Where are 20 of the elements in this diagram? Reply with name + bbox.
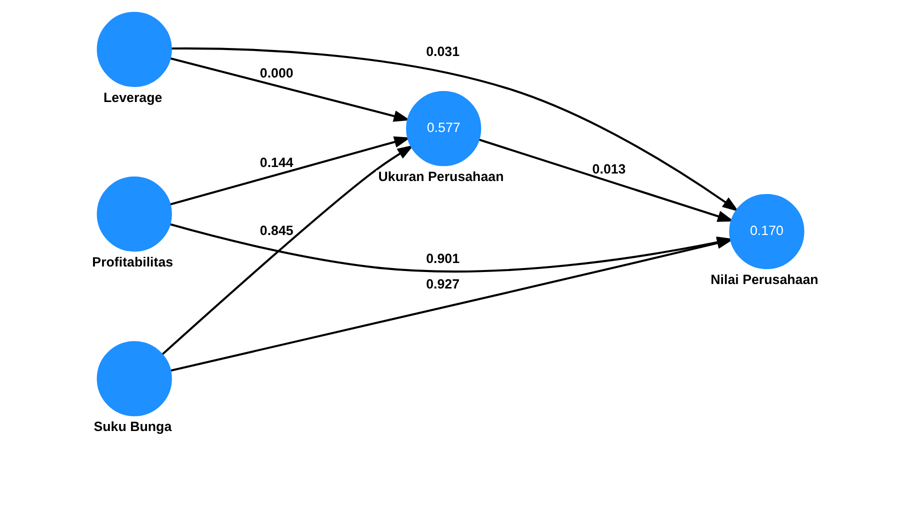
node-circle: 0.577 bbox=[406, 91, 482, 166]
node-circle: 0.170 bbox=[729, 194, 804, 270]
node-label: Ukuran Perusahaan bbox=[378, 169, 504, 184]
edge-label: 0.000 bbox=[260, 66, 294, 81]
node-circle bbox=[96, 176, 172, 252]
edge-label: 0.845 bbox=[260, 223, 294, 238]
arrow bbox=[170, 57, 410, 122]
node-label: Leverage bbox=[103, 90, 162, 105]
edge-label: 0.031 bbox=[426, 44, 460, 59]
edge-label: 0.144 bbox=[260, 155, 294, 170]
edge-label: 0.013 bbox=[592, 161, 626, 176]
edge-label: 0.901 bbox=[426, 250, 460, 266]
arrow bbox=[162, 145, 414, 355]
node-label: Nilai Perusahaan bbox=[710, 272, 818, 287]
node-circle bbox=[96, 341, 172, 416]
node-label: Suku Bunga bbox=[94, 419, 172, 434]
node-label: Profitabilitas bbox=[92, 254, 174, 270]
edge-label: 0.927 bbox=[426, 276, 460, 292]
arrow bbox=[172, 47, 739, 212]
node-circle bbox=[96, 12, 172, 87]
